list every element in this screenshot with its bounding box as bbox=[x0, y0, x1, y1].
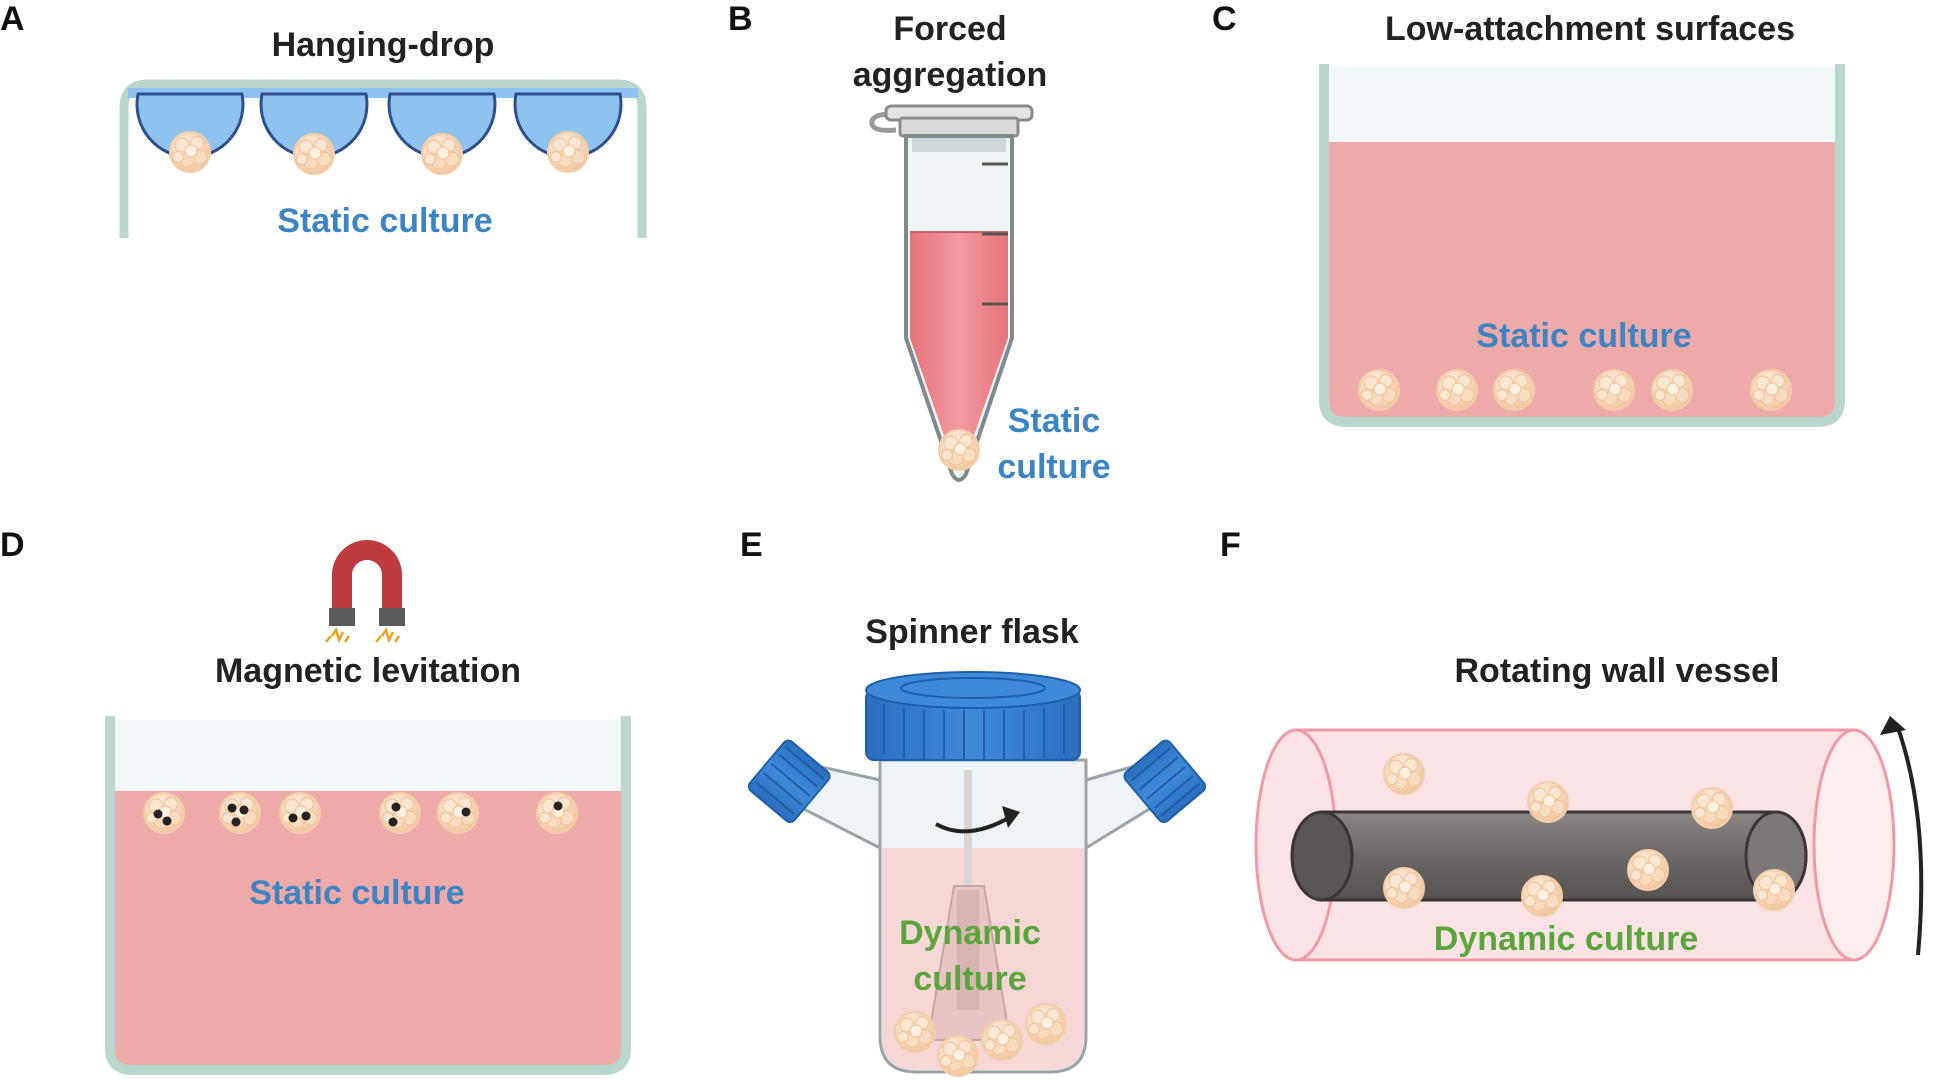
panel-c: C Low-attachment surfaces Static culture bbox=[1212, 0, 1845, 427]
spheroid bbox=[1025, 1003, 1067, 1045]
magnetic-nanoparticles bbox=[153, 801, 563, 827]
spheroid bbox=[1753, 869, 1795, 911]
spheroid bbox=[1651, 369, 1693, 411]
panel-b: B Forced aggregation Static culture bbox=[728, 0, 1111, 486]
conical-tube-icon bbox=[869, 104, 1034, 482]
panel-e: E Spinner flask bbox=[740, 526, 1207, 1077]
spheroid bbox=[1383, 753, 1425, 795]
panel-e-title: Spinner flask bbox=[865, 613, 1079, 651]
spheroid bbox=[169, 131, 211, 173]
magnetic-spheroid bbox=[219, 792, 261, 834]
spheroid bbox=[547, 131, 589, 173]
panel-f: F Rotating wall vessel Dynamic culture bbox=[1220, 526, 1924, 962]
magnet-icon bbox=[325, 540, 405, 644]
magnetic-spheroid bbox=[536, 792, 578, 834]
panel-a-title: Hanging-drop bbox=[272, 26, 495, 64]
panel-b-letter: B bbox=[728, 0, 753, 38]
magnet-dish-icon bbox=[105, 716, 631, 1075]
spheroid bbox=[421, 133, 463, 175]
panel-e-culture-label-line1: Dynamic bbox=[899, 914, 1041, 952]
panel-f-culture-label: Dynamic culture bbox=[1434, 920, 1699, 958]
panel-a-culture-label: Static culture bbox=[277, 202, 492, 240]
magnetic-spheroid bbox=[143, 792, 185, 834]
culture-dish-icon bbox=[1319, 64, 1845, 427]
spheroid bbox=[1527, 781, 1569, 823]
rotating-cylinder-icon bbox=[1254, 716, 1924, 962]
magnetic-spheroid bbox=[437, 792, 479, 834]
spheroid bbox=[937, 1035, 979, 1077]
hanging-drops bbox=[135, 92, 623, 159]
panel-f-letter: F bbox=[1220, 526, 1241, 564]
spheroid bbox=[1521, 875, 1563, 917]
panel-d-title: Magnetic levitation bbox=[215, 652, 521, 690]
spheroid bbox=[1593, 369, 1635, 411]
spheroid bbox=[938, 429, 980, 471]
spheroid bbox=[293, 133, 335, 175]
panel-b-culture-label-line1: Static bbox=[1008, 402, 1101, 440]
panel-b-title-line2: aggregation bbox=[853, 56, 1048, 94]
spheroid bbox=[1436, 369, 1478, 411]
spheroid bbox=[1358, 369, 1400, 411]
panel-c-title: Low-attachment surfaces bbox=[1385, 10, 1795, 48]
panel-c-letter: C bbox=[1212, 0, 1237, 38]
panel-f-title: Rotating wall vessel bbox=[1455, 652, 1780, 690]
panel-b-title-line1: Forced bbox=[893, 10, 1006, 48]
spheroid bbox=[1691, 787, 1733, 829]
panel-e-letter: E bbox=[740, 526, 763, 564]
panel-d-letter: D bbox=[0, 526, 25, 564]
panel-e-culture-label-line2: culture bbox=[913, 960, 1026, 998]
spheroid bbox=[981, 1019, 1023, 1061]
panel-d-culture-label: Static culture bbox=[249, 874, 464, 912]
spheroid bbox=[894, 1011, 936, 1053]
magnetic-spheroid bbox=[279, 792, 321, 834]
panel-a: A Hanging-drop Static culture bbox=[0, 0, 647, 240]
spheroid bbox=[1627, 849, 1669, 891]
spheroid bbox=[1383, 867, 1425, 909]
hanging-drop-plate-icon bbox=[119, 79, 647, 238]
panel-c-culture-label: Static culture bbox=[1476, 317, 1691, 355]
magnetic-spheroid bbox=[379, 792, 421, 834]
panel-b-culture-label-line2: culture bbox=[997, 448, 1110, 486]
spheroid bbox=[1493, 369, 1535, 411]
spheroid bbox=[1750, 369, 1792, 411]
panel-a-letter: A bbox=[0, 0, 25, 38]
spinner-flask-icon bbox=[747, 671, 1207, 1077]
panel-d: D Magnetic levitation bbox=[0, 526, 631, 1075]
